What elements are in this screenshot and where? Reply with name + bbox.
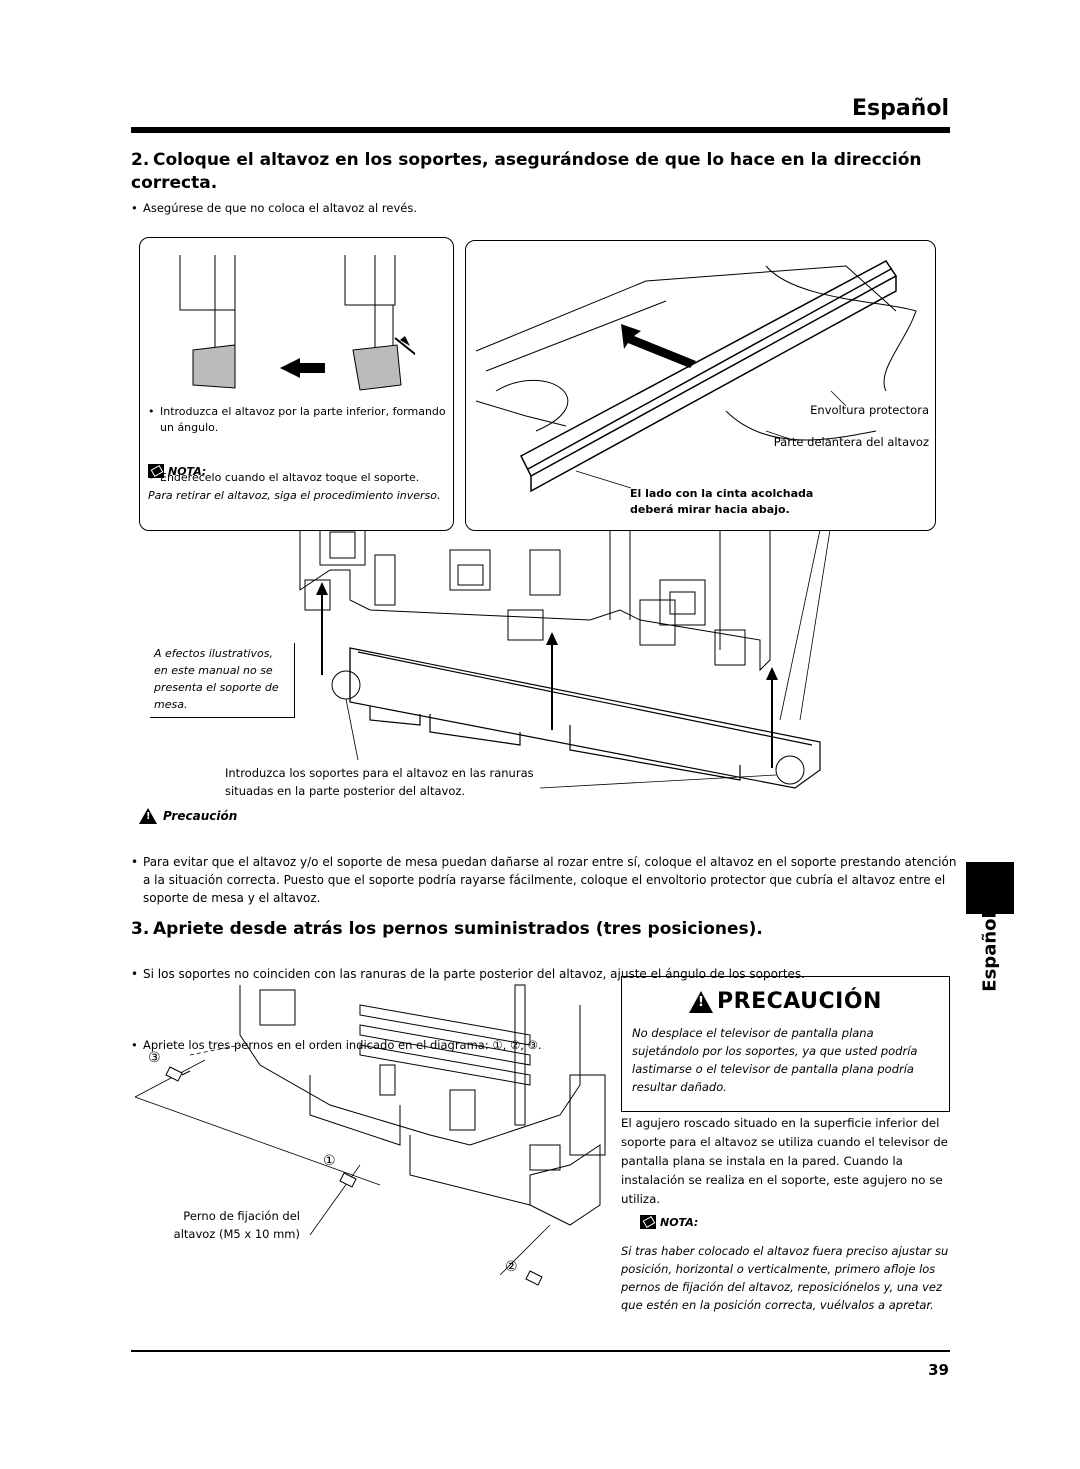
insert-angle-illustration	[175, 250, 415, 400]
nota2-badge: NOTA:	[640, 1215, 698, 1229]
left-panel-nota-text: Para retirar el altavoz, siga el procedi…	[148, 489, 441, 502]
left-instruction-panel: Introduzca el altavoz por la parte infer…	[139, 237, 454, 531]
threaded-hole-info: El agujero roscado situado en la superfi…	[621, 1116, 948, 1206]
caution-box-heading: PRECAUCIÓN	[622, 989, 949, 1014]
caution-small-heading: Precaución	[139, 808, 237, 824]
step3-heading: 3.Apriete desde atrás los pernos suminis…	[131, 918, 931, 941]
speaker-on-stand-illustration	[466, 241, 935, 530]
page-number: 39	[928, 1361, 949, 1379]
bolt-mark-1: ①	[323, 1153, 336, 1169]
left-panel-nota-label: NOTA:	[168, 464, 207, 478]
caution-box-title: PRECAUCIÓN	[717, 989, 882, 1014]
illustrative-note: A efectos ilustrativos, en este manual n…	[150, 643, 295, 718]
caution-bullet2: Si los soportes no coinciden con las ran…	[131, 965, 965, 983]
footer-rule	[131, 1350, 950, 1352]
step2-heading: 2.Coloque el altavoz en los soportes, as…	[131, 149, 931, 195]
caution-box: PRECAUCIÓN No desplace el televisor de p…	[621, 976, 950, 1112]
step2-bullet: Asegúrese de que no coloca el altavoz al…	[131, 200, 643, 217]
side-tab-language: Español	[957, 912, 1023, 992]
left-panel-nota: NOTA:	[148, 464, 206, 478]
caution-small-label: Precaución	[163, 809, 238, 823]
label-protective-wrap: Envoltura protectora	[810, 403, 929, 417]
right-speaker-panel: Envoltura protectora Parte delantera del…	[465, 240, 936, 531]
bolt-mark-3: ③	[148, 1050, 161, 1066]
left-panel-bullet2: Enderécelo cuando el altavoz toque el so…	[148, 470, 455, 486]
left-panel-bullet1: Introduzca el altavoz por la parte infer…	[148, 404, 455, 436]
header-language: Español	[851, 96, 949, 121]
header-rule	[131, 127, 950, 133]
nota2-label: NOTA:	[660, 1215, 699, 1229]
bolt-mark-2: ②	[505, 1259, 518, 1275]
slots-label: Introduzca los soportes para el altavoz …	[225, 766, 534, 798]
pencil-note-icon	[640, 1215, 656, 1229]
bolt-icons	[166, 1067, 542, 1285]
nota2-text: Si tras haber colocado el altavoz fuera …	[621, 1244, 949, 1312]
warning-icon	[689, 990, 714, 1013]
warning-icon	[139, 808, 157, 824]
step3-title: Apriete desde atrás los pernos suministr…	[153, 919, 763, 939]
left-arrow-icon	[280, 358, 325, 378]
bolt-label: Perno de fijación del altavoz (M5 x 10 m…	[173, 1209, 300, 1241]
step2-title: Coloque el altavoz en los soportes, aseg…	[131, 150, 922, 193]
caution-box-text: No desplace el televisor de pantalla pla…	[632, 1026, 918, 1094]
pencil-note-icon	[148, 464, 164, 478]
side-tab-block	[966, 862, 1014, 914]
caution-bullet1: Para evitar que el altavoz y/o el soport…	[131, 853, 965, 907]
push-arrow-icon	[621, 324, 696, 368]
bolt-diagram-illustration	[130, 975, 620, 1305]
label-cushion-tape: El lado con la cinta acolchada deberá mi…	[630, 487, 814, 516]
tv-rear-illustration	[290, 470, 850, 810]
step2-number: 2.	[131, 150, 150, 170]
step3-number: 3.	[131, 919, 150, 939]
label-speaker-front: Parte delantera del altavoz	[773, 435, 929, 449]
side-tab-language-text: Español	[979, 912, 1001, 992]
step3-bullet: Apriete los tres pernos en el orden indi…	[131, 1037, 743, 1054]
